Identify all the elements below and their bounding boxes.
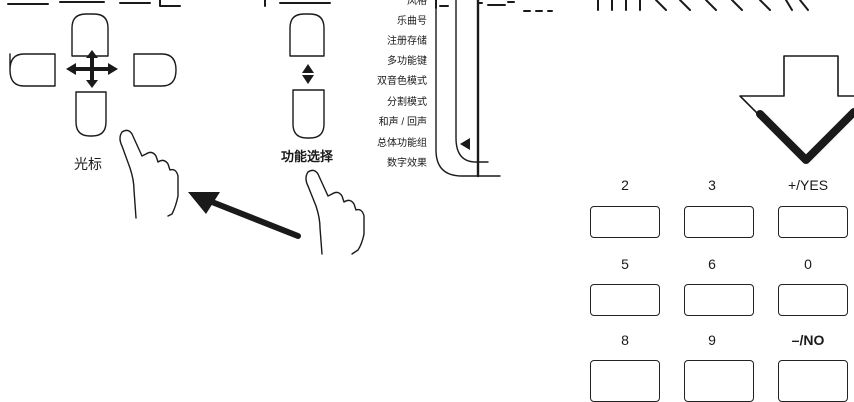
key-plus-yes-button[interactable] (778, 206, 848, 238)
key-label-3: 3 (708, 177, 716, 193)
key-label-5: 5 (621, 256, 629, 272)
direction-arrow-icon (188, 192, 301, 239)
menu-item-style: 风格 (407, 0, 427, 7)
key-label-6: 6 (708, 256, 716, 272)
key-label-8: 8 (621, 332, 629, 348)
pointing-hand-icon (119, 129, 179, 219)
key-3-button[interactable] (684, 206, 754, 238)
menu-item-dual: 双音色模式 (377, 76, 427, 87)
cursor-up-button[interactable] (71, 13, 109, 57)
function-up-button[interactable] (289, 13, 325, 57)
cursor-pad (9, 13, 177, 137)
key-label-minus-no: –/NO (791, 332, 825, 348)
up-down-triangles-icon (302, 64, 314, 84)
big-down-arrow-shadow (756, 108, 854, 164)
key-label-plus-yes: +/YES (787, 177, 829, 193)
function-down-button[interactable] (292, 89, 325, 139)
key-2-button[interactable] (590, 206, 660, 238)
cursor-left-button[interactable] (9, 53, 56, 87)
menu-item-overall: 总体功能组 (377, 138, 427, 149)
function-select-label: 功能选择 (281, 149, 334, 164)
diagram-artwork (7, 0, 854, 255)
key-label-2: 2 (621, 177, 629, 193)
cursor-label: 光标 (74, 156, 102, 172)
menu-item-registration: 注册存储 (387, 36, 427, 47)
menu-bracket (435, 0, 501, 177)
cursor-cross-arrows-icon (66, 50, 118, 88)
key-8-button[interactable] (590, 360, 660, 402)
pointing-hand-2-icon (305, 169, 365, 255)
menu-pointer-icon (460, 138, 470, 150)
key-5-button[interactable] (590, 284, 660, 316)
cursor-right-button[interactable] (133, 53, 177, 87)
key-9-button[interactable] (684, 360, 754, 402)
menu-item-multi: 多功能键 (387, 56, 427, 67)
key-0-button[interactable] (778, 284, 848, 316)
key-label-0: 0 (804, 256, 812, 272)
key-label-9: 9 (708, 332, 716, 348)
key-6-button[interactable] (684, 284, 754, 316)
function-select-pad (289, 13, 325, 139)
menu-item-harmony: 和声 / 回声 (378, 117, 427, 128)
menu-track (455, 0, 489, 163)
cursor-down-button[interactable] (75, 91, 107, 137)
menu-item-song: 乐曲号 (397, 16, 427, 27)
menu-item-split: 分割模式 (387, 97, 427, 108)
key-minus-no-button[interactable] (778, 360, 848, 402)
menu-item-effect: 数字效果 (387, 158, 427, 169)
